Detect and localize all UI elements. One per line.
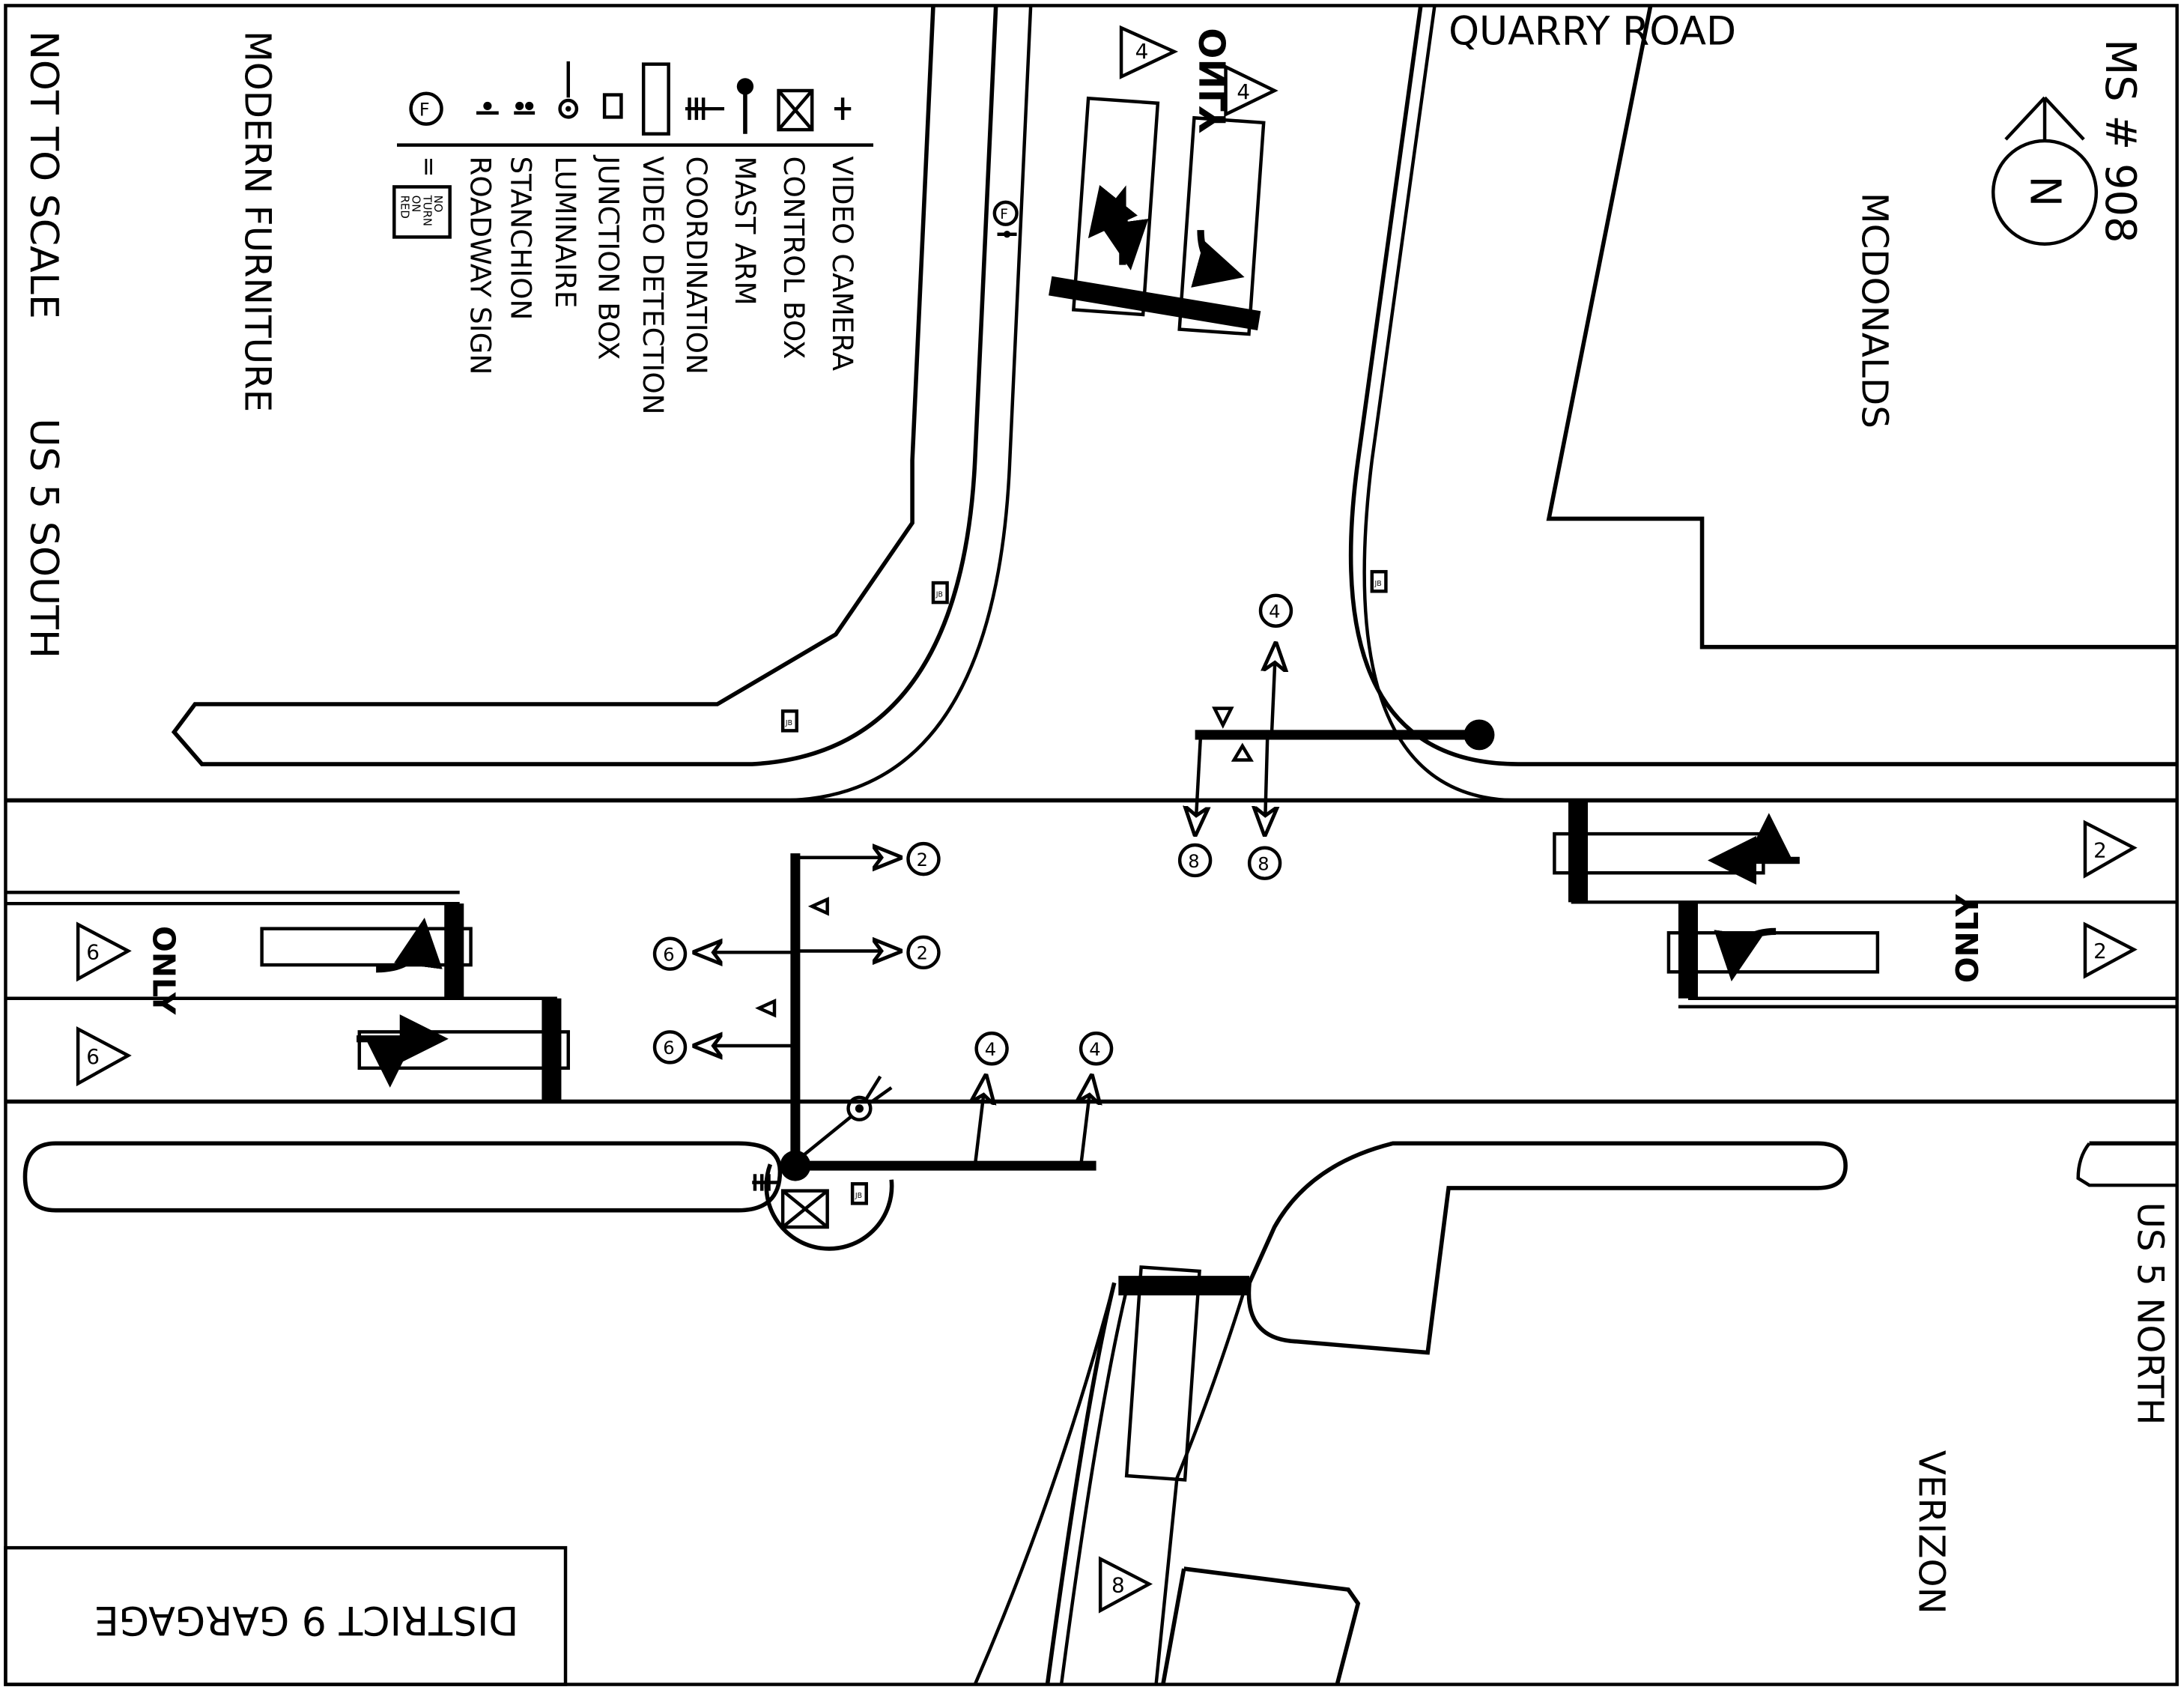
legend-label: STANCHION [505, 156, 538, 320]
luminaire-icon [558, 61, 579, 119]
phase-triangle-west-2: 6 [76, 1026, 132, 1087]
svg-text:2: 2 [917, 849, 928, 870]
junction-boxes: JB JB JB JB [780, 569, 1388, 1205]
legend-label: JUNCTION BOX [592, 154, 625, 360]
svg-text:TURN: TURN [420, 195, 434, 226]
svg-text:JB: JB [785, 719, 792, 727]
phase-triangle-north-2: 4 [1224, 64, 1278, 118]
legend-title: MODERN FURNITURE [236, 31, 278, 412]
phase-triangle-east-2: 2 [2083, 921, 2138, 979]
svg-text:2: 2 [2093, 838, 2107, 863]
svg-text:8: 8 [1111, 1573, 1125, 1598]
no-turn-on-red-sign: NO TURN ON RED [392, 185, 452, 239]
stanchion-icon [514, 101, 536, 115]
road-geometry [4, 4, 2177, 1686]
svg-text:RED: RED [398, 196, 412, 219]
legend-label: LUMINAIRE [549, 156, 582, 308]
svg-text:2: 2 [917, 943, 928, 964]
svg-text:F: F [419, 99, 430, 120]
svg-text:6: 6 [663, 944, 674, 965]
garage-box [4, 1545, 568, 1686]
svg-text:JB: JB [855, 1192, 862, 1200]
pavement-only-west: ONLY [146, 926, 182, 1016]
phase-triangle-south: 8 [1098, 1556, 1153, 1614]
legend-label: COORDINATION [680, 156, 713, 374]
mcdonalds-label: MCDONALDS [1853, 193, 1895, 428]
svg-text:4: 4 [1135, 39, 1149, 64]
quarry-road-label: QUARRY ROAD [1449, 10, 1736, 55]
pavement-only-north: ONLY [1193, 28, 1235, 133]
signal-heads: 2 2 6 6 4 4 4 8 8 [652, 593, 1293, 1066]
legend-label: VIDEO DETECTION [637, 156, 670, 414]
lane-arrows [357, 184, 1800, 1088]
svg-text:6: 6 [86, 940, 100, 965]
svg-text:4: 4 [1089, 1039, 1100, 1060]
not-to-scale-label: NOT TO SCALE [21, 31, 66, 319]
junction-box-icon [602, 93, 623, 119]
district-garage-label: DISTRICT 9 GARGAGE [94, 1597, 519, 1642]
svg-text:N: N [2020, 176, 2069, 208]
us5-south-label: US 5 SOUTH [21, 418, 66, 658]
stop-bars [260, 96, 1880, 1482]
svg-text:4: 4 [985, 1039, 996, 1060]
svg-text:8: 8 [1188, 851, 1199, 872]
svg-text:NO: NO [431, 196, 445, 213]
phase-triangle-north-1: 4 [1119, 25, 1179, 79]
legend-label: CONTROL BOX [777, 156, 810, 359]
pavement-only-east: ONLY [1950, 893, 1986, 983]
svg-text:JB: JB [935, 591, 943, 599]
coordination-icon [685, 97, 725, 121]
sign-equals: = [415, 156, 444, 177]
sheet-border [4, 4, 2179, 1686]
phase-triangle-west-1: 6 [76, 921, 132, 982]
roadway-sign-tag: F [992, 200, 1019, 238]
legend-label: MAST ARM [729, 156, 762, 305]
mast-arm-icon [736, 78, 754, 134]
svg-text:4: 4 [1269, 602, 1280, 623]
verizon-label: VERIZON [1911, 1450, 1953, 1614]
legend-label: ROADWAY SIGN [464, 156, 497, 375]
svg-text:8: 8 [1258, 853, 1269, 874]
svg-text:ON: ON [409, 196, 422, 213]
north-arrow-icon: N [1991, 96, 2099, 246]
video-detection-icon [641, 62, 670, 136]
phase-triangles: 4 4 2 2 6 6 8 [76, 25, 2138, 1614]
ms-number-label: MS # 908 [2096, 39, 2144, 243]
svg-text:JB: JB [1374, 580, 1382, 588]
mast-arm-sw [692, 853, 1096, 1229]
sign-symbol-icon: F [409, 91, 443, 126]
us5-north-label: US 5 NORTH [2129, 1202, 2171, 1426]
roadway-sign-icon [476, 101, 499, 115]
svg-text:F: F [1000, 207, 1008, 222]
svg-text:2: 2 [2093, 939, 2107, 963]
legend-label: VIDEO CAMERA [826, 156, 859, 371]
svg-text:4: 4 [1237, 79, 1250, 104]
phase-triangle-east-1: 2 [2083, 820, 2138, 879]
mast-arm-ne [1195, 641, 1495, 837]
svg-text:6: 6 [86, 1044, 100, 1069]
video-camera-icon [834, 97, 852, 121]
legend: F VIDEO CAMERA CONTROL BOX MAST ARM COOR… [236, 31, 874, 414]
svg-text:6: 6 [663, 1038, 674, 1058]
control-box-icon [777, 88, 814, 132]
